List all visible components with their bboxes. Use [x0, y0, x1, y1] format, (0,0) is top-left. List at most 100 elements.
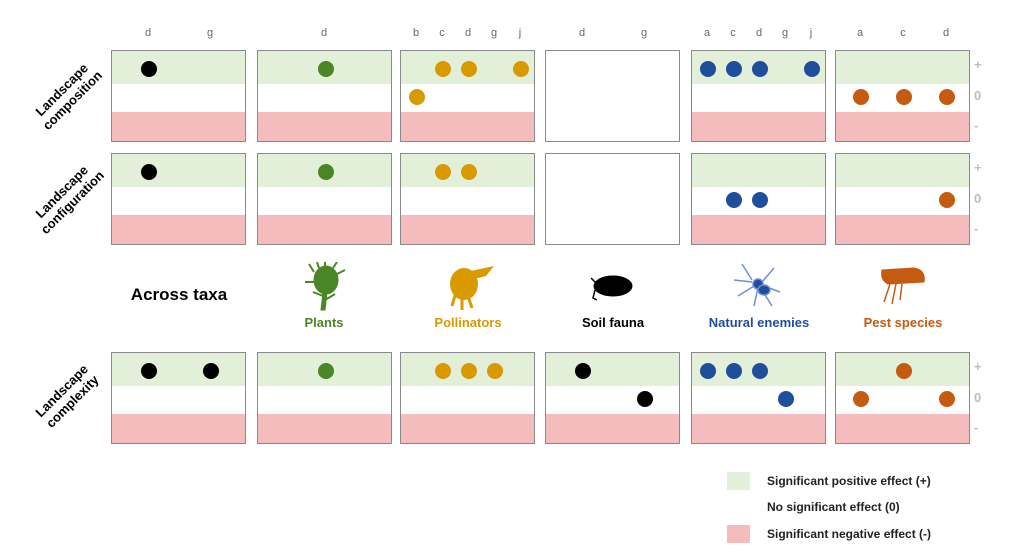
positive-band	[546, 353, 679, 386]
effect-dot-pest_species	[895, 363, 912, 379]
effect-dot-plants	[317, 61, 334, 77]
negative-band	[401, 215, 534, 244]
effect-dot-pollinators	[434, 164, 451, 180]
effect-dot-pest_species	[852, 89, 869, 105]
effect-dot-natural_enemies	[751, 192, 768, 208]
effect-dot-natural_enemies	[751, 61, 768, 77]
effect-panel	[400, 153, 535, 245]
effect-dot-pollinators	[460, 363, 477, 379]
column-letter: g	[640, 27, 648, 39]
row-label-composition: Landscape composition	[32, 60, 105, 133]
column-letter: g	[206, 27, 214, 39]
effect-panel	[400, 50, 535, 142]
effect-panel	[111, 50, 246, 142]
column-letter: d	[144, 27, 152, 39]
effect-dot-pest_species	[852, 391, 869, 407]
negative-band	[692, 414, 825, 443]
positive-band	[836, 51, 969, 84]
negative-band	[836, 215, 969, 244]
effect-panel	[691, 153, 826, 245]
row-label-complexity: Landscape complexity	[32, 361, 102, 431]
effect-sign: 0	[974, 191, 982, 206]
flea-beetle-icon	[874, 262, 930, 313]
effect-dot-across	[140, 164, 157, 180]
column-letter: d	[578, 27, 586, 39]
negative-band	[112, 215, 245, 244]
effect-dot-pollinators	[434, 61, 451, 77]
negative-band	[401, 414, 534, 443]
no-effect-band	[258, 84, 391, 112]
taxon-label-soil_fauna: Soil fauna	[581, 315, 645, 330]
effect-panel	[257, 50, 392, 142]
no-effect-band	[112, 386, 245, 414]
no-effect-band	[112, 187, 245, 215]
column-letter: j	[518, 27, 522, 39]
effect-dot-natural_enemies	[699, 61, 716, 77]
effect-sign: -	[974, 118, 979, 133]
legend-zero-swatch	[727, 498, 750, 516]
column-letter: a	[856, 27, 864, 39]
taxon-label-pollinators: Pollinators	[434, 315, 502, 330]
effect-dot-pollinators	[486, 363, 503, 379]
negative-band	[258, 215, 391, 244]
negative-band	[112, 414, 245, 443]
effect-panel	[835, 50, 970, 142]
effect-panel	[257, 153, 392, 245]
thistle-plant-icon	[299, 261, 349, 317]
column-letter: c	[439, 27, 445, 39]
effect-panel	[835, 352, 970, 444]
effect-dot-natural_enemies	[725, 61, 742, 77]
column-letter: g	[781, 27, 789, 39]
springtail-icon	[589, 270, 635, 309]
effect-dot-pollinators	[512, 61, 529, 77]
no-effect-band	[401, 187, 534, 215]
row-label-configuration: Landscape configuration	[32, 162, 107, 237]
no-effect-band	[692, 386, 825, 414]
legend-zero-label: No significant effect (0)	[767, 500, 900, 514]
positive-band	[112, 51, 245, 84]
effect-panel	[111, 352, 246, 444]
negative-band	[692, 112, 825, 141]
effect-dot-soil_fauna	[636, 391, 653, 407]
effect-panel	[691, 50, 826, 142]
negative-band	[401, 112, 534, 141]
effect-dot-natural_enemies	[803, 61, 820, 77]
effect-panel	[835, 153, 970, 245]
spider-icon	[732, 262, 782, 313]
effect-sign: -	[974, 420, 979, 435]
positive-band	[112, 154, 245, 187]
legend-negative-label: Significant negative effect (-)	[767, 527, 932, 541]
negative-band	[836, 112, 969, 141]
effect-dot-across	[140, 61, 157, 77]
effect-dot-pollinators	[460, 61, 477, 77]
effect-sign: -	[974, 221, 979, 236]
effect-dot-soil_fauna	[574, 363, 591, 379]
effect-dot-pest_species	[895, 89, 912, 105]
effect-sign: +	[974, 57, 982, 72]
legend-negative-swatch	[727, 525, 750, 543]
positive-band	[112, 353, 245, 386]
effect-panel	[257, 352, 392, 444]
effect-panel	[545, 50, 680, 142]
effect-dot-across	[140, 363, 157, 379]
effect-sign: 0	[974, 88, 982, 103]
column-letter: j	[809, 27, 813, 39]
effect-dot-plants	[317, 164, 334, 180]
no-effect-band	[546, 386, 679, 414]
effect-dot-natural_enemies	[751, 363, 768, 379]
bee-icon	[442, 262, 498, 317]
column-letter: d	[464, 27, 472, 39]
effect-sign: +	[974, 160, 982, 175]
effect-dot-pest_species	[938, 391, 955, 407]
legend-positive-label: Significant positive effect (+)	[767, 474, 931, 488]
taxon-label-plants: Plants	[304, 315, 344, 330]
across-taxa-label: Across taxa	[130, 285, 228, 304]
negative-band	[258, 112, 391, 141]
effect-dot-natural_enemies	[725, 192, 742, 208]
no-effect-band	[401, 386, 534, 414]
column-letter: d	[320, 27, 328, 39]
negative-band	[692, 215, 825, 244]
effect-dot-natural_enemies	[777, 391, 794, 407]
positive-band	[836, 154, 969, 187]
